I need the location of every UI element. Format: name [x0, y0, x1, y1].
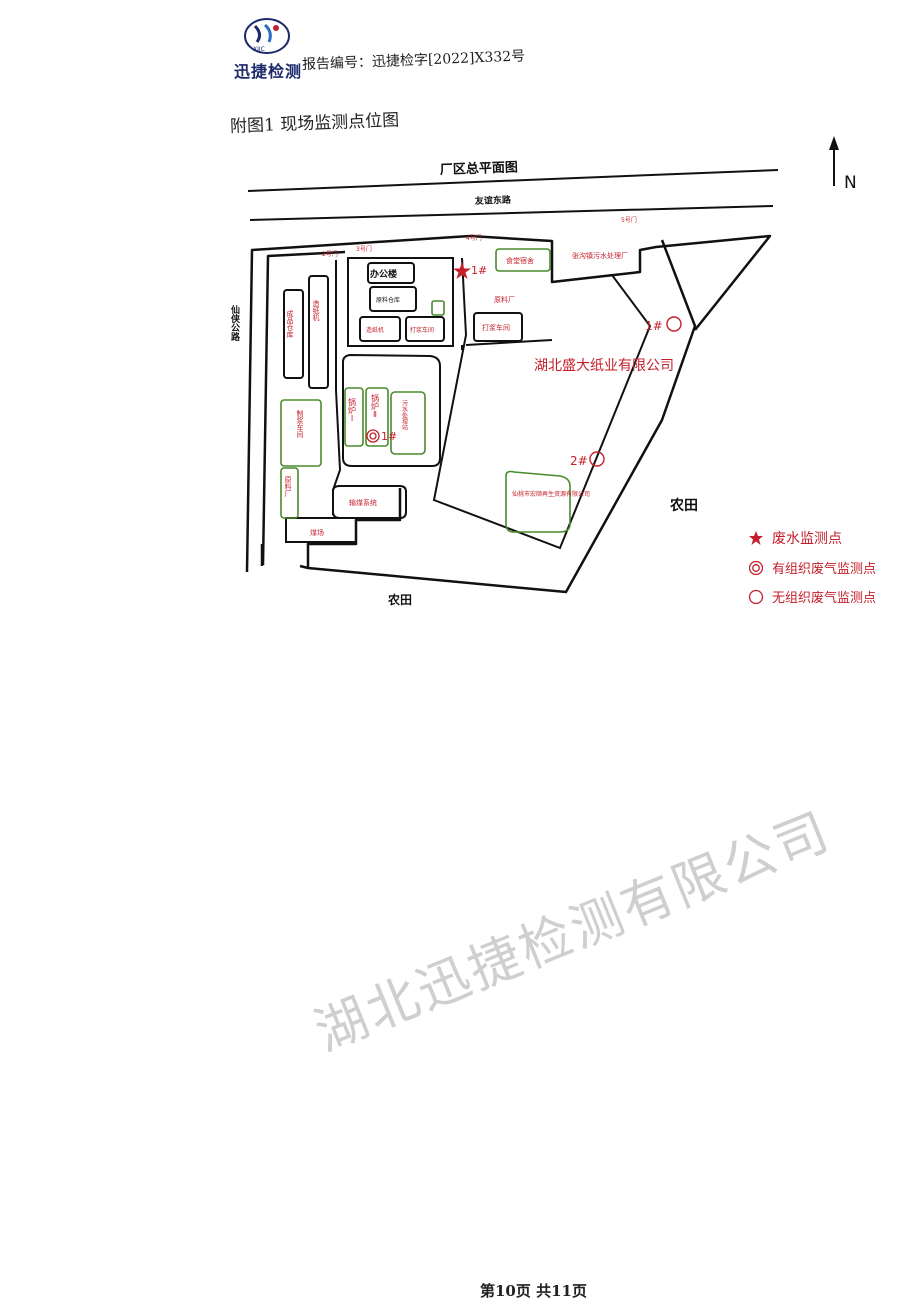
- north-label: N: [844, 173, 857, 193]
- unorganized-point-1-label: 1#: [645, 319, 663, 333]
- warehouse-label: 成品仓库: [286, 309, 294, 339]
- pulp-workshop-outline: [280, 399, 322, 467]
- double-circle-icon: [748, 560, 764, 575]
- raw-store-outline: [369, 286, 417, 312]
- unorganized-point-2: 2#: [570, 451, 605, 468]
- road-edge-bottom: [249, 205, 774, 221]
- boiler1-outline: [344, 387, 364, 447]
- sewage-station-outline: [390, 391, 426, 455]
- wastewater-point-label: 1#: [471, 264, 487, 277]
- paper-workshop-outline: [359, 316, 401, 342]
- circle-icon: [589, 451, 605, 467]
- road-label-top: 友谊东路: [475, 194, 512, 207]
- gate-label-2: 3号门: [356, 245, 372, 253]
- logo-caption: XJJC: [253, 46, 265, 53]
- sewage-station-label: 污水处理站: [401, 399, 408, 431]
- boiler1-label: 锅炉Ⅰ: [348, 397, 357, 423]
- coal-yard-label: 煤场: [310, 528, 324, 537]
- coal-conveyor-label: 输煤系统: [349, 498, 377, 507]
- legend-label: 有组织废气监测点: [772, 562, 877, 577]
- organized-point-label: 1#: [381, 430, 397, 443]
- legend-item-wastewater: 废水监测点: [748, 528, 898, 548]
- site-map: N 厂区总平面图 友谊东路 仙侠公路: [229, 136, 857, 607]
- road-edge-top: [247, 169, 779, 192]
- legend-label: 无组织废气监测点: [772, 591, 877, 606]
- gate-label-3: 4号门: [466, 234, 482, 242]
- raw-store-label: 原料仓库: [376, 296, 400, 304]
- paper-workshop-label: 造纸机: [366, 326, 384, 334]
- wastewater-point-1: 1#: [453, 262, 487, 279]
- circle-icon: [748, 589, 764, 604]
- road-label-left: 仙侠公路: [229, 304, 240, 342]
- boiler2-outline: [365, 387, 389, 447]
- north-arrow-icon: [829, 136, 839, 186]
- logo-emblem-icon: [244, 18, 290, 54]
- company-main-label: 湖北盛大纸业有限公司: [534, 358, 674, 374]
- company-logo: XJJC: [243, 16, 291, 56]
- sewage-plant-label: 张沟镇污水处理厂: [572, 251, 628, 260]
- canteen-label: 食堂宿舍: [506, 256, 534, 265]
- farmland-right-label: 农田: [669, 497, 698, 514]
- gate-label-1: 2号门: [322, 250, 338, 258]
- warehouse-outline: [283, 289, 304, 379]
- farmland-bottom-label: 农田: [387, 592, 412, 607]
- page-number: 第10页 共11页: [480, 1282, 587, 1300]
- small-workshop-label: 打浆车间: [410, 326, 434, 334]
- double-circle-icon: [366, 429, 380, 443]
- boiler2-label: 锅炉Ⅱ: [371, 393, 380, 419]
- gate-label-4: 5号门: [621, 216, 637, 224]
- unorganized-point-2-label: 2#: [570, 454, 588, 468]
- company-watermark: 湖北迅捷检测有限公司: [306, 801, 840, 1064]
- pulping-workshop-outline: [473, 312, 523, 342]
- neighbor-company-label: 仙桃市宏顺再生资源有限公司: [512, 490, 590, 498]
- site-boundary: [245, 234, 772, 594]
- pulp-workshop-label: 制浆车间: [296, 409, 304, 439]
- paper-machine-label: 造纸机: [312, 299, 320, 322]
- office-outline: [367, 262, 415, 284]
- material-yard-outline: [280, 467, 299, 519]
- organized-point-1: 1#: [366, 429, 397, 443]
- pulping-workshop-label: 打浆车间: [482, 323, 510, 332]
- canteen-outline: [495, 248, 551, 272]
- logo-text: 迅捷检测: [234, 62, 303, 81]
- star-icon: [749, 531, 763, 545]
- gate-small-outline: [431, 300, 445, 316]
- paper-machine-outline: [308, 275, 329, 389]
- map-title: 厂区总平面图: [440, 159, 519, 178]
- small-workshop-outline: [405, 316, 445, 342]
- material-factory-label: 原料厂: [494, 295, 515, 304]
- circle-icon: [666, 316, 682, 332]
- legend-label: 废水监测点: [772, 531, 842, 547]
- company-outline: [432, 257, 652, 550]
- office-label: 办公楼: [370, 268, 397, 280]
- star-icon: [453, 262, 471, 279]
- legend: 废水监测点 有组织废气监测点 无组织废气监测点: [748, 528, 898, 606]
- inner-compound: [285, 257, 454, 543]
- unorganized-point-1: 1#: [645, 316, 682, 333]
- neighbor-company-outline: [505, 470, 571, 533]
- legend-item-organized: 有组织废气监测点: [748, 558, 898, 577]
- legend-item-unorganized: 无组织废气监测点: [748, 587, 898, 606]
- material-yard-label: 原料厂: [284, 476, 292, 498]
